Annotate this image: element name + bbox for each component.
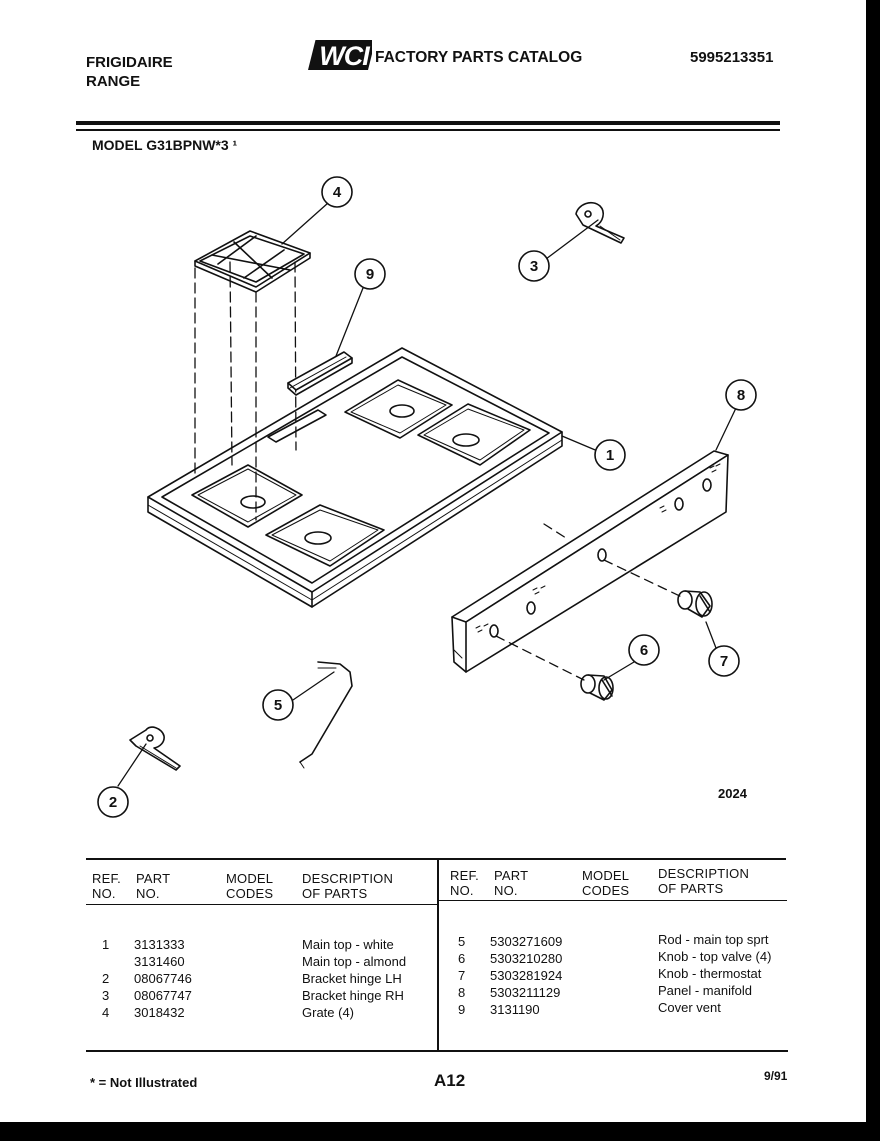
table-header-rule-right: [439, 900, 787, 902]
header-ref-no-right: REF.NO.: [450, 868, 479, 898]
header-rule-thin: [76, 129, 780, 131]
table-bottom-rule: [86, 1050, 788, 1052]
callout-9: 9: [366, 266, 374, 283]
catalog-number: 5995213351: [690, 49, 774, 66]
bracket-hinge-rh-drawing: [575, 202, 625, 244]
cover-vent-drawing: [287, 351, 353, 396]
table-center-divider: [437, 860, 439, 1052]
page-number: A12: [434, 1071, 466, 1090]
not-illustrated-note: * = Not Illustrated: [90, 1075, 198, 1090]
main-top-drawing: [147, 347, 563, 608]
support-rod-drawing: [299, 661, 353, 769]
manifold-panel-drawing: [451, 450, 729, 673]
table-top-rule: [86, 858, 786, 860]
callout-7: 7: [720, 653, 728, 670]
drawing-number: 2024: [718, 786, 748, 801]
catalog-date: 9/91: [764, 1069, 788, 1083]
parts-catalog-page: FRIGIDAIRE RANGE WCI FACTORY PARTS CATAL…: [0, 0, 866, 1122]
callout-3: 3: [530, 258, 538, 275]
top-valve-knob-drawing: [580, 674, 614, 701]
callout-6: 6: [640, 642, 648, 659]
thermostat-knob-drawing: [677, 590, 713, 618]
bracket-hinge-lh-drawing: [129, 726, 181, 771]
grate-drawing: [194, 230, 311, 293]
callout-1: 1: [606, 447, 614, 464]
exploded-parts-diagram: 1 2 3 4 5 6 7 8 9 2024: [0, 155, 866, 830]
table-header-rule-left: [86, 904, 437, 906]
header-rule-thick: [76, 121, 780, 125]
wci-logo: WCI: [308, 38, 376, 72]
callout-5: 5: [274, 697, 282, 714]
callout-8: 8: [737, 387, 745, 404]
catalog-title: FACTORY PARTS CATALOG: [375, 49, 583, 66]
header-ref-no-left: REF.NO.: [92, 871, 121, 901]
product-type: RANGE: [86, 73, 141, 90]
logo-text: WCI: [319, 41, 370, 71]
brand-name: FRIGIDAIRE: [86, 54, 173, 71]
callout-2: 2: [109, 794, 117, 811]
callout-4: 4: [333, 184, 342, 201]
model-number: MODEL G31BPNW*3 ¹: [92, 137, 238, 153]
